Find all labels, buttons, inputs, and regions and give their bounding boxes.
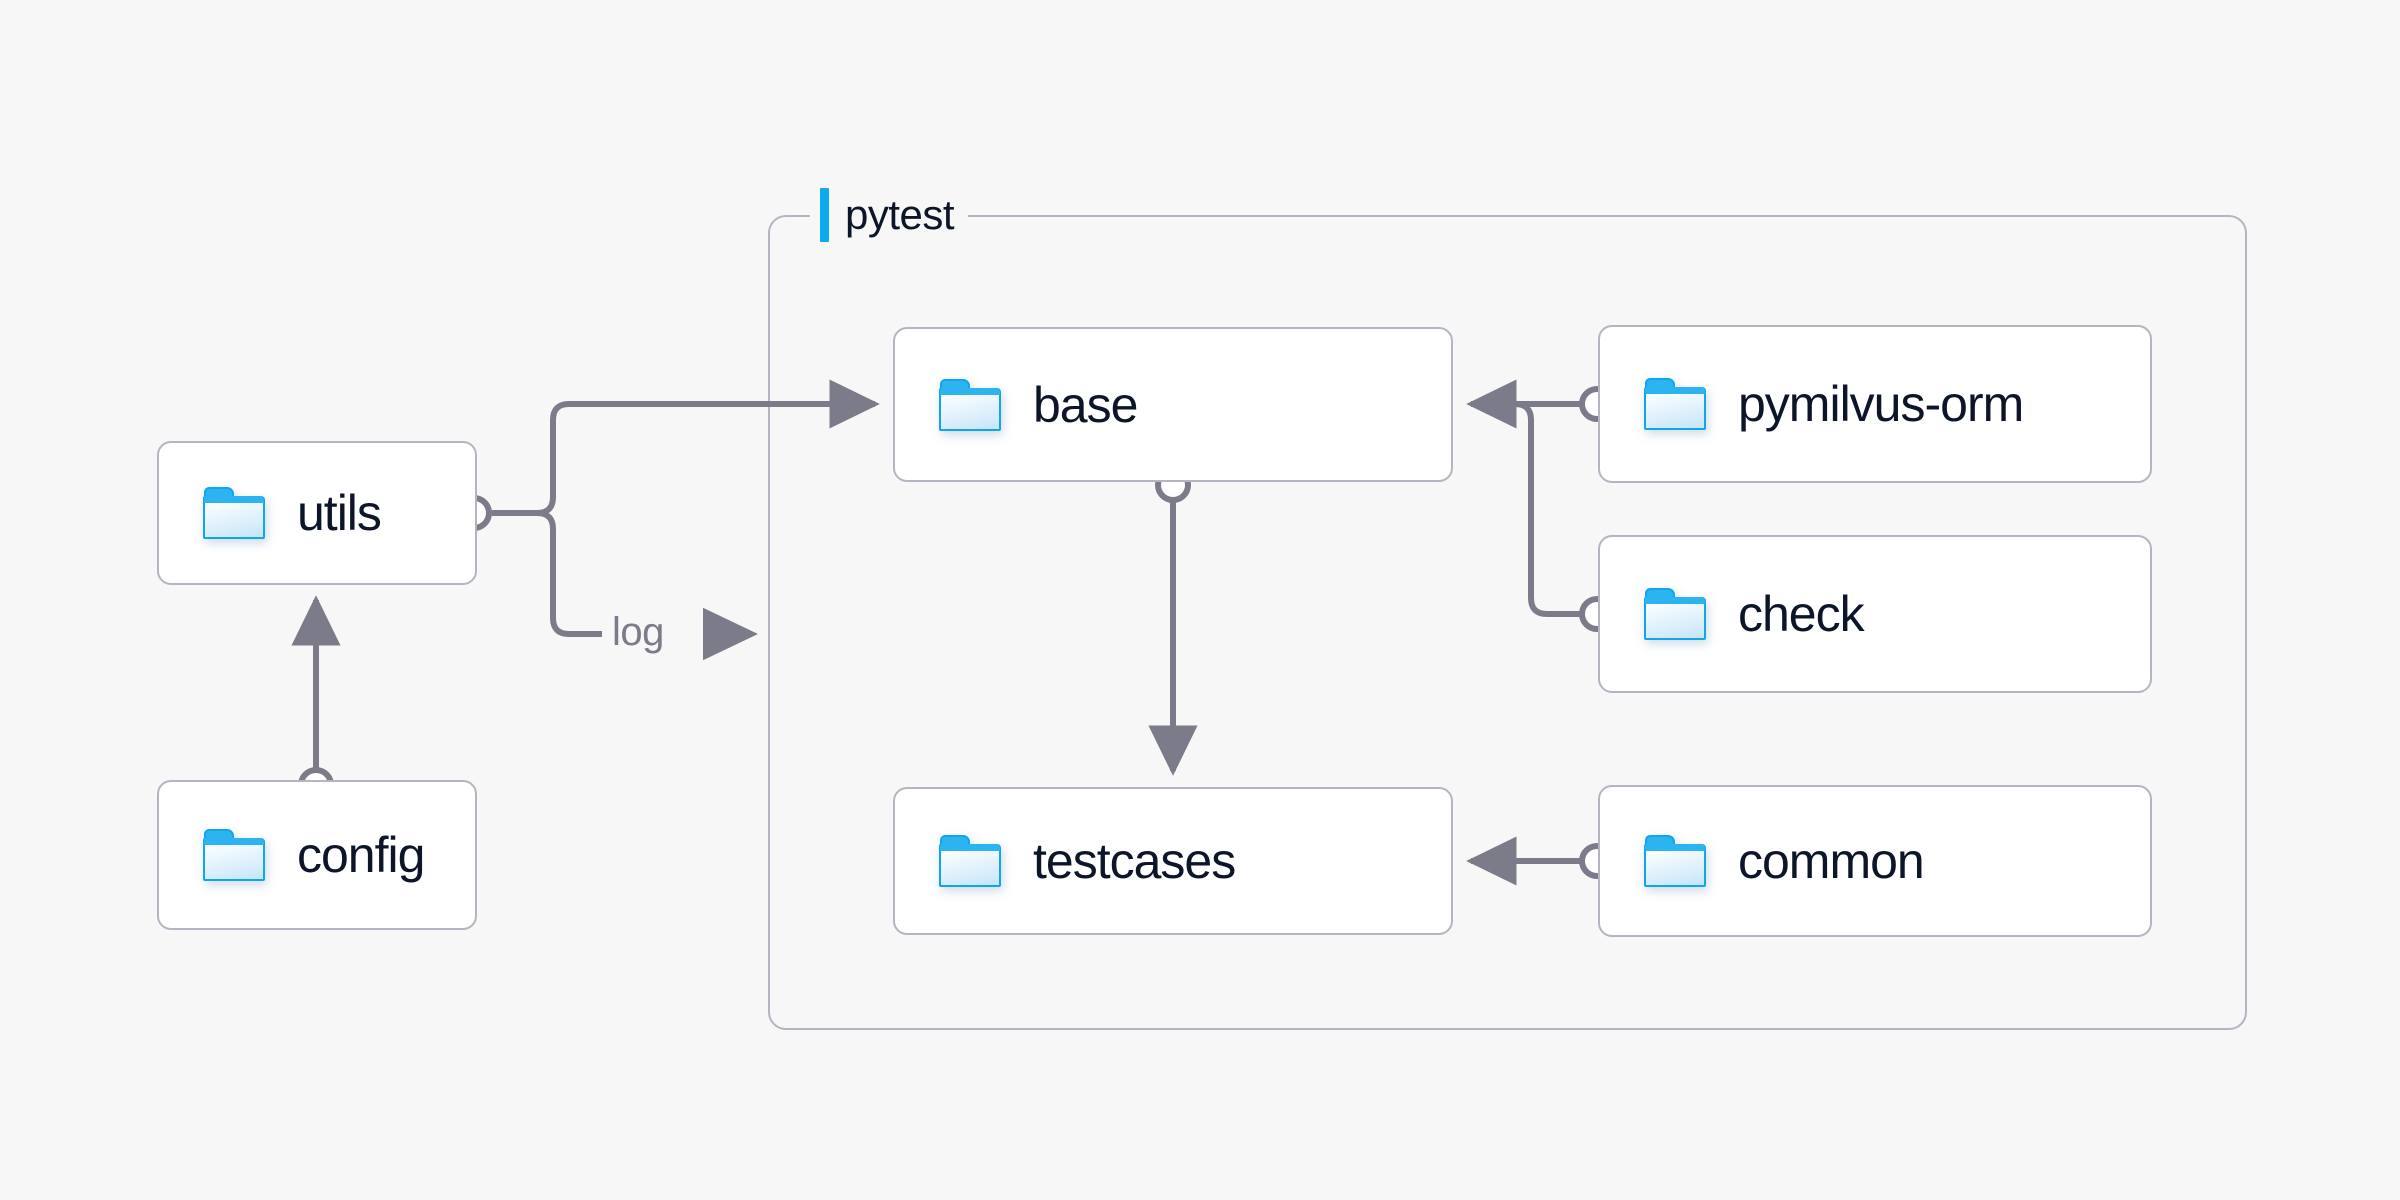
node-label-common: common [1738,833,1925,889]
folder-icon [1644,835,1706,887]
node-base[interactable]: base [893,327,1453,482]
node-common[interactable]: common [1598,785,2152,937]
folder-icon [1644,378,1706,430]
folder-icon [203,829,265,881]
accent-bar-icon [820,188,829,242]
node-check[interactable]: check [1598,535,2152,693]
folder-icon [939,378,1001,431]
node-label-config: config [297,827,425,883]
node-label-check: check [1738,586,1865,642]
pytest-group-label: pytest [810,187,969,243]
folder-icon [203,487,265,539]
node-utils[interactable]: utils [157,441,477,585]
edge-label-log: log [602,612,674,652]
edge-check-to-base [1480,401,1580,617]
node-label-base: base [1033,376,1138,433]
node-label-testcases: testcases [1033,833,1236,889]
node-label-utils: utils [297,485,382,541]
node-label-pymilvus-orm: pymilvus-orm [1738,376,2024,432]
node-config[interactable]: config [157,780,477,930]
folder-icon [1644,588,1706,640]
pytest-group-container [768,215,2247,1030]
node-testcases[interactable]: testcases [893,787,1453,935]
edge-utils-to-base [536,379,880,516]
node-pymilvus-orm[interactable]: pymilvus-orm [1598,325,2152,483]
edge-utils-to-log [536,510,607,637]
folder-icon [939,835,1001,887]
pytest-group-label-text: pytest [845,191,955,238]
